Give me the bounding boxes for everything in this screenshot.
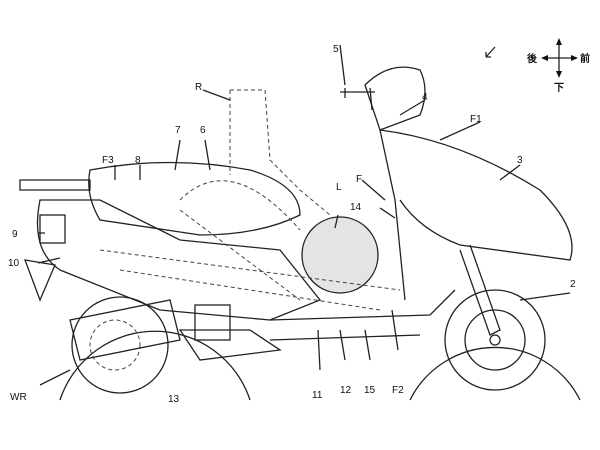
svg-text:14: 14 <box>350 202 362 213</box>
svg-text:6: 6 <box>200 125 206 136</box>
svg-text:F2: F2 <box>392 385 404 396</box>
svg-text:15: 15 <box>364 385 376 396</box>
svg-text:8: 8 <box>135 155 141 166</box>
muffler <box>69 299 181 361</box>
svg-text:12: 12 <box>340 385 352 396</box>
svg-text:5: 5 <box>333 44 339 55</box>
svg-text:WR: WR <box>10 392 27 403</box>
svg-text:下: 下 <box>554 82 564 94</box>
svg-text:7: 7 <box>175 125 181 136</box>
leader-lines <box>37 44 571 386</box>
svg-text:3: 3 <box>517 155 523 166</box>
svg-text:F: F <box>356 174 362 185</box>
part-labels: 5 R 4 F1 3 F3 8 7 6 L F 14 9 10 2 WR 13 … <box>8 44 576 405</box>
luggage <box>301 216 379 294</box>
rear-wheel <box>59 330 251 401</box>
svg-text:後: 後 <box>527 52 538 65</box>
direction-compass: 後 前 下 <box>485 38 590 94</box>
svg-text:4: 4 <box>422 92 428 103</box>
seat <box>88 161 301 236</box>
svg-text:10: 10 <box>8 258 20 269</box>
svg-text:前: 前 <box>580 52 590 65</box>
svg-text:F3: F3 <box>102 155 114 166</box>
svg-text:L: L <box>336 182 342 193</box>
scooter-outline <box>19 66 581 401</box>
svg-text:2: 2 <box>570 279 576 290</box>
view-arrow-icon <box>485 46 496 58</box>
svg-text:11: 11 <box>312 390 323 401</box>
svg-text:13: 13 <box>168 394 180 405</box>
svg-text:R: R <box>195 82 202 93</box>
svg-text:F1: F1 <box>470 114 482 125</box>
front-wheel <box>409 346 581 401</box>
svg-text:9: 9 <box>12 229 18 240</box>
